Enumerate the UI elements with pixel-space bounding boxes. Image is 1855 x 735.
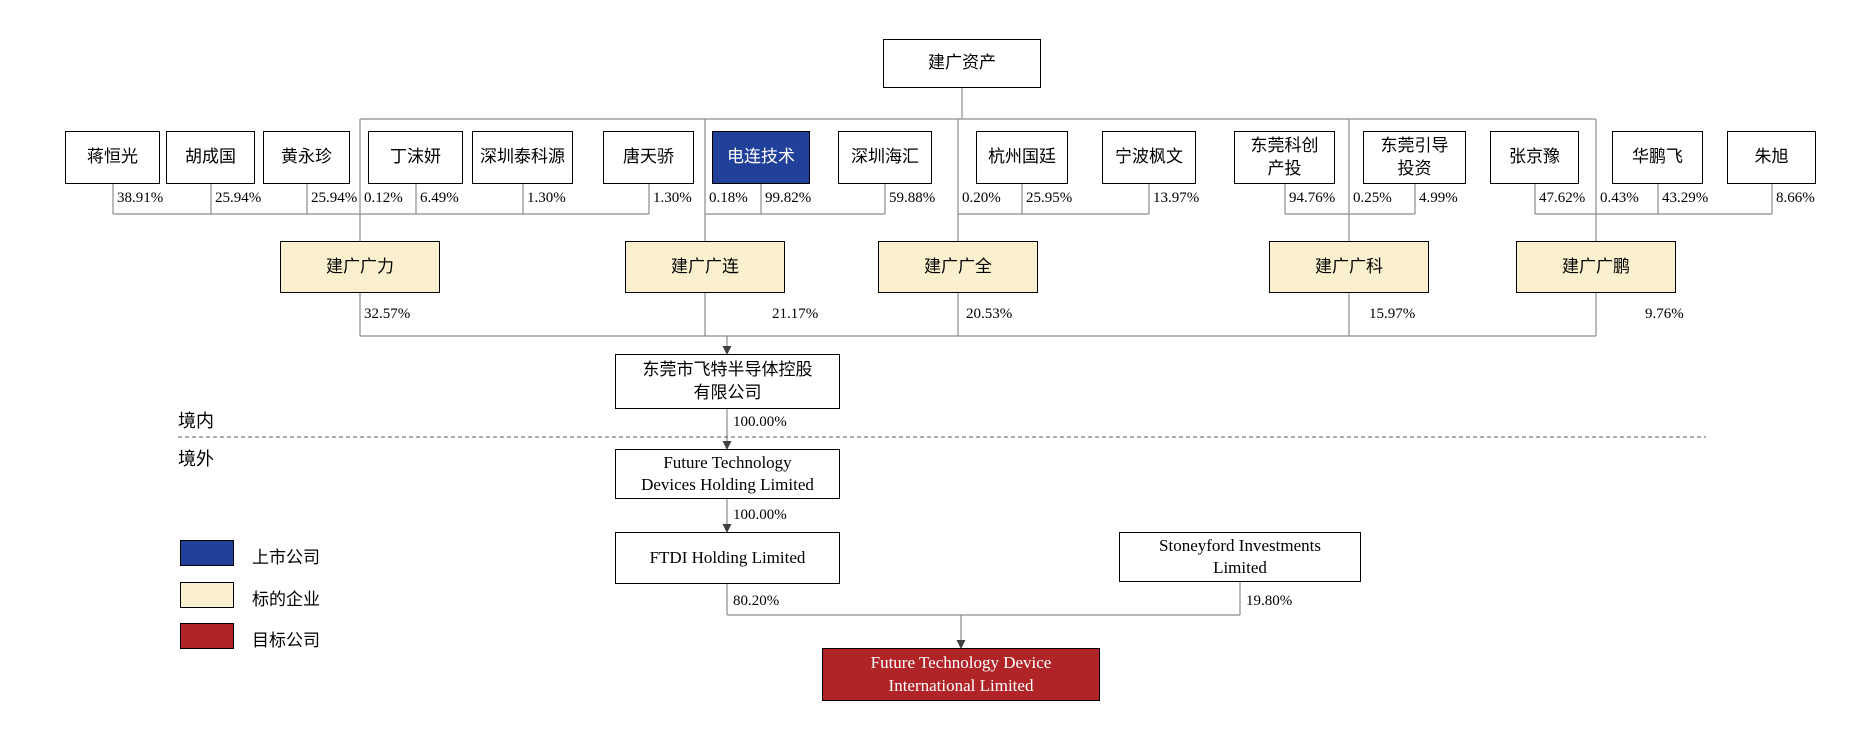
legend-swatch-target-enterprise [180, 582, 234, 608]
shareholder-name: 杭州国廷 [988, 147, 1056, 167]
arrow-down-icon [722, 346, 732, 355]
shareholder-box: 华鹏飞 [1612, 131, 1703, 184]
partnership-box: 建广广鹏 [1516, 241, 1676, 293]
ownership-pct-label: 13.97% [1153, 190, 1200, 206]
ftd-holding-name-line1: Future Technology [663, 452, 792, 472]
shareholder-box: 唐天骄 [603, 131, 694, 184]
ownership-pct-label: 4.99% [1419, 190, 1458, 206]
shareholder-box: 宁波枫文 [1102, 131, 1196, 184]
gp-pct-label: 0.20% [962, 190, 1001, 206]
shareholder-name: 华鹏飞 [1632, 147, 1683, 167]
partnership-name: 建广广科 [1315, 256, 1383, 276]
shareholder-box: 蒋恒光 [65, 131, 160, 184]
shareholder-name: 深圳海汇 [851, 147, 919, 167]
partnership-pct-label: 9.76% [1645, 306, 1684, 322]
gp-pct-label: 0.12% [364, 190, 403, 206]
ownership-pct-label: 8.66% [1776, 190, 1815, 206]
ftd-holding-box: Future Technology Devices Holding Limite… [615, 449, 840, 499]
ftd-pct-label: 100.00% [733, 507, 787, 523]
shareholder-name: 唐天骄 [623, 147, 674, 167]
legend-label-target-enterprise: 标的企业 [252, 590, 320, 609]
root-company-name: 建广资产 [928, 53, 996, 73]
arrow-down-icon [722, 441, 732, 450]
shareholder-name: 深圳泰科源 [480, 147, 565, 167]
partnership-box: 建广广连 [625, 241, 785, 293]
stoneyford-pct-label: 19.80% [1246, 593, 1293, 609]
legend-swatch-target-company [180, 623, 234, 649]
ownership-pct-label: 94.76% [1289, 190, 1336, 206]
listed-company-box: 电连技术 [712, 131, 810, 184]
shareholder-box: 杭州国廷 [976, 131, 1068, 184]
root-company-box: 建广资产 [883, 39, 1041, 88]
partnership-name: 建广广连 [671, 256, 739, 276]
ownership-pct-label: 47.62% [1539, 190, 1586, 206]
shareholder-box: 胡成国 [166, 131, 255, 184]
legend-swatch-listed-company [180, 540, 234, 566]
partnership-pct-label: 32.57% [364, 306, 411, 322]
target-name-line2: International Limited [888, 675, 1034, 695]
shareholder-name: 东莞引导投资 [1380, 136, 1449, 178]
shareholder-name: 东莞科创产投 [1250, 136, 1319, 178]
shareholder-name: 黄永珍 [281, 147, 332, 167]
holdco-pct-label: 100.00% [733, 414, 787, 430]
ownership-pct-label: 25.94% [311, 190, 358, 206]
shareholder-name: 朱旭 [1754, 147, 1789, 167]
partnership-box: 建广广科 [1269, 241, 1429, 293]
shareholder-name: 胡成国 [185, 147, 236, 167]
shareholder-box: 深圳泰科源 [472, 131, 573, 184]
holdco-box: 东莞市飞特半导体控股 有限公司 [615, 354, 840, 409]
partnership-name: 建广广全 [924, 256, 992, 276]
ownership-pct-label: 6.49% [420, 190, 459, 206]
region-domestic-label: 境内 [178, 411, 214, 431]
partnership-name: 建广广力 [326, 256, 394, 276]
legend-label-target-company: 目标公司 [252, 631, 320, 650]
shareholder-name: 丁沫妍 [390, 147, 441, 167]
ftdi-holding-box: FTDI Holding Limited [615, 532, 840, 584]
ftd-holding-name-line2: Devices Holding Limited [641, 475, 814, 494]
shareholder-name: 宁波枫文 [1115, 147, 1183, 167]
arrow-down-icon [956, 640, 966, 649]
ownership-pct-label: 59.88% [889, 190, 936, 206]
target-name-line1: Future Technology Device [870, 653, 1052, 673]
shareholder-box: 张京豫 [1490, 131, 1579, 184]
ftdi-holding-name: FTDI Holding Limited [649, 547, 806, 567]
shareholder-box: 朱旭 [1727, 131, 1816, 184]
shareholder-name: 蒋恒光 [87, 147, 138, 167]
holdco-name-line1: 东莞市飞特半导体控股 [642, 360, 813, 380]
region-overseas-label: 境外 [178, 449, 214, 469]
partnership-name: 建广广鹏 [1562, 256, 1630, 276]
ownership-pct-label: 38.91% [117, 190, 164, 206]
gp-pct-label: 0.43% [1600, 190, 1639, 206]
ownership-pct-label: 25.94% [215, 190, 262, 206]
ownership-pct-label: 25.95% [1026, 190, 1073, 206]
shareholder-name: 张京豫 [1509, 147, 1560, 167]
ownership-pct-label: 99.82% [765, 190, 812, 206]
ownership-pct-label: 1.30% [653, 190, 692, 206]
partnership-box: 建广广力 [280, 241, 440, 293]
shareholder-box: 深圳海汇 [838, 131, 932, 184]
partnership-box: 建广广全 [878, 241, 1038, 293]
legend-label-listed-company: 上市公司 [252, 548, 320, 567]
gp-pct-label: 0.25% [1353, 190, 1392, 206]
arrow-down-icon [722, 524, 732, 533]
gp-pct-label: 0.18% [709, 190, 748, 206]
partnership-pct-label: 20.53% [966, 306, 1013, 322]
shareholder-box: 东莞科创产投 [1234, 131, 1335, 184]
ownership-pct-label: 43.29% [1662, 190, 1709, 206]
partnership-pct-label: 15.97% [1369, 306, 1416, 322]
shareholder-box: 东莞引导投资 [1363, 131, 1466, 184]
target-company-box: Future Technology Device International L… [822, 648, 1100, 701]
shareholder-name: 电连技术 [727, 147, 795, 167]
ownership-pct-label: 1.30% [527, 190, 566, 206]
ftdi-pct-label: 80.20% [733, 593, 780, 609]
holdco-name-line2: 有限公司 [693, 382, 762, 402]
shareholder-box: 丁沫妍 [368, 131, 463, 184]
stoneyford-box: Stoneyford Investments Limited [1119, 532, 1361, 582]
partnership-pct-label: 21.17% [772, 306, 819, 322]
stoneyford-name-line1: Stoneyford Investments [1159, 535, 1321, 555]
shareholder-box: 黄永珍 [263, 131, 350, 184]
stoneyford-name-line2: Limited [1213, 558, 1267, 577]
